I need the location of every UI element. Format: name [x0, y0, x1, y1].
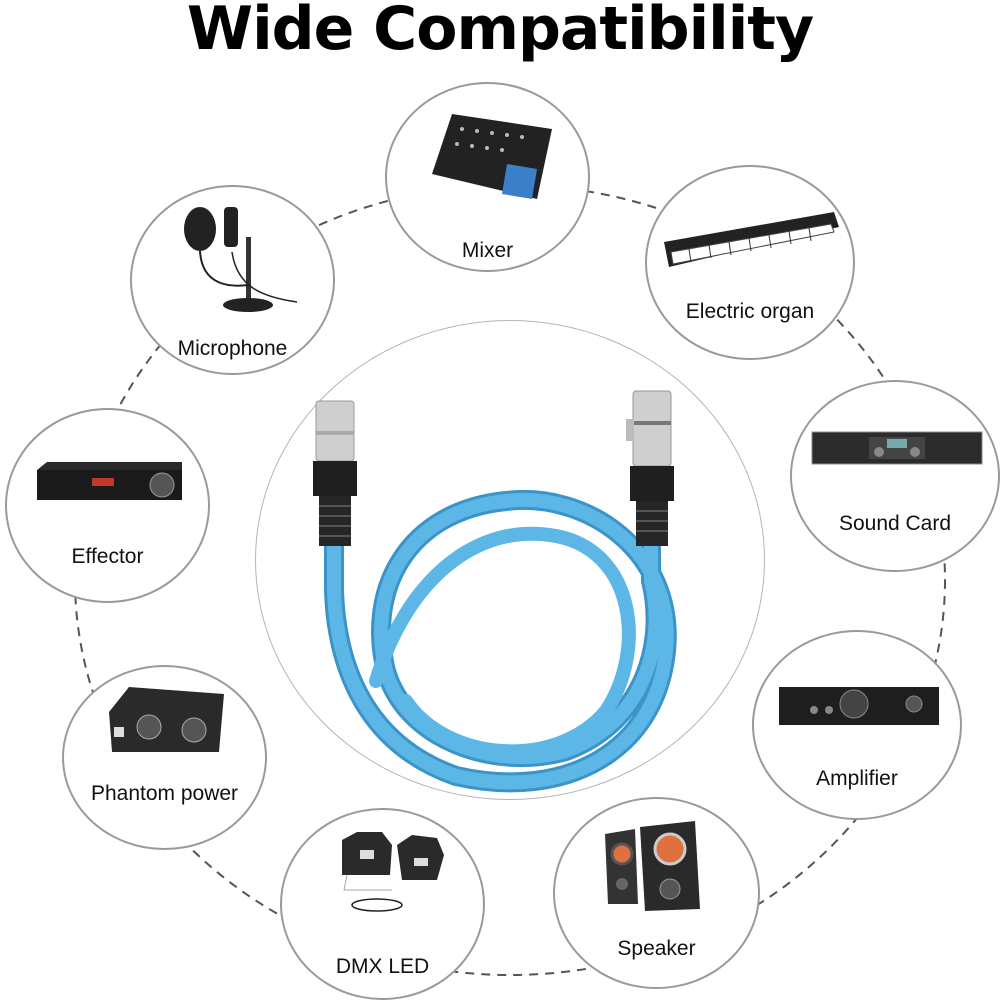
mixer-icon	[432, 114, 552, 199]
speaker-icon	[605, 821, 700, 911]
device-sound-card: Sound Card	[790, 380, 1000, 572]
device-electric-organ: Electric organ	[645, 165, 855, 360]
keyboard-icon	[664, 212, 839, 267]
stage-light-icon	[342, 832, 444, 912]
device-label: Effector	[71, 545, 144, 568]
device-effector: Effector	[5, 408, 210, 603]
device-label: DMX LED	[335, 955, 430, 978]
device-label: Amplifier	[816, 767, 898, 790]
device-microphone: Microphone	[130, 185, 335, 375]
device-amplifier: Amplifier	[752, 630, 962, 820]
device-label: Microphone	[177, 337, 288, 360]
device-label: Speaker	[617, 937, 696, 960]
page-title: Wide Compatibility	[186, 0, 814, 64]
device-phantom-power: Phantom power	[62, 665, 267, 850]
microphone-icon	[184, 207, 298, 312]
effector-icon	[37, 462, 182, 500]
phantom-power-icon	[109, 687, 224, 752]
device-label: Mixer	[461, 239, 514, 262]
device-mixer: Mixer	[385, 82, 590, 272]
device-dmx-led: DMX LED	[280, 808, 485, 1000]
rack-unit-icon	[811, 431, 983, 465]
device-label: Electric organ	[685, 300, 815, 323]
amplifier-icon	[779, 687, 939, 725]
xlr-cable-icon	[313, 390, 677, 793]
device-label: Sound Card	[838, 512, 952, 535]
device-speaker: Speaker	[553, 797, 760, 989]
device-label: Phantom power	[90, 782, 239, 805]
center-product-circle	[255, 320, 765, 800]
